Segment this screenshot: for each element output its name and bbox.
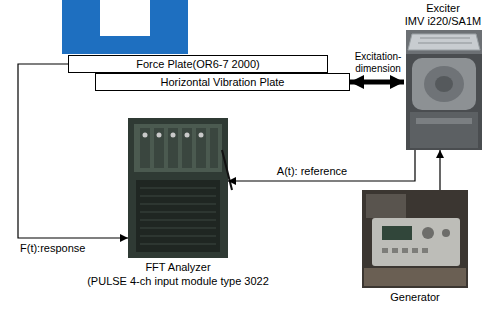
edge-label: F(t):response [20, 242, 130, 255]
device-node: ExciterIMV i220/SA1M [404, 0, 482, 150]
node-label: Generator [362, 291, 468, 304]
plate-box: Horizontal Vibration Plate [95, 73, 350, 91]
device-node: FFT Analyzer(PULSE 4-ch input module typ… [128, 118, 228, 258]
signal-line [439, 150, 440, 190]
specimen-shape [62, 0, 188, 54]
device-node: Generator [362, 190, 468, 288]
exciter-photo [406, 30, 482, 150]
excitation-arrow [350, 80, 404, 85]
node-label: FFT Analyzer [78, 261, 278, 274]
generator-photo [362, 190, 468, 288]
node-label: Exciter [404, 2, 482, 15]
node-label: Force Plate(OR6-7 2000) [136, 58, 260, 71]
signal-line [228, 150, 415, 181]
node-sublabel: (PULSE 4-ch input module type 3022 [78, 275, 278, 288]
node-label: Horizontal Vibration Plate [161, 76, 285, 89]
edge-label: Excitation-dimension [351, 51, 405, 75]
fft-analyzer-photo [128, 118, 232, 258]
edge-label: A(t): reference [252, 165, 372, 178]
node-sublabel: IMV i220/SA1M [404, 15, 482, 28]
plate-box: Force Plate(OR6-7 2000) [68, 55, 328, 73]
